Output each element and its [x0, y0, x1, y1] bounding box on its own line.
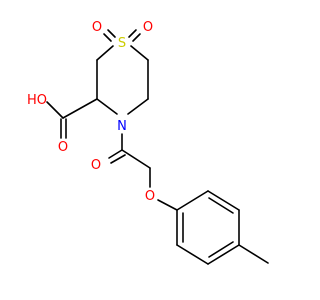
bond-camide-ch2 — [121, 149, 151, 169]
bond-camide-o-b — [110, 154, 126, 164]
atom-label-acid-o: O — [58, 140, 68, 155]
atom-label-amide-o: O — [91, 158, 101, 173]
bond-oether-aryl — [157, 199, 178, 211]
bonds — [46, 29, 269, 265]
bond-c-oh — [46, 101, 64, 119]
structure-svg: O O S N HO O O O — [27, 20, 269, 265]
bond-c3-cooh — [62, 98, 98, 119]
bond-ar5-ar6 — [176, 244, 209, 265]
bond-ar2-ar3 — [207, 190, 240, 211]
bond-ar1-ar2 — [176, 190, 209, 211]
bond-ar-methyl — [238, 244, 269, 264]
atom-label-o-left: O — [92, 20, 102, 35]
bond-ar4-ar5 — [207, 244, 240, 265]
bond-s-o-right-b — [132, 33, 141, 42]
atom-label-ether-o: O — [145, 189, 155, 204]
atom-label-o-right: O — [143, 20, 153, 35]
bond-n-c5 — [127, 98, 149, 115]
bond-c6-s — [130, 45, 149, 61]
bond-ar-inner-2 — [208, 241, 234, 258]
atom-label-sulfur: S — [118, 36, 126, 51]
bond-camide-o-a — [108, 149, 123, 159]
bond-c3-n — [96, 98, 118, 115]
atom-labels: O O S N HO O O O — [27, 20, 155, 204]
bond-ar-inner-1 — [208, 197, 234, 214]
bond-s-o-left-b — [103, 33, 112, 42]
bond-s-o-right-a — [128, 29, 137, 38]
atom-label-hydroxyl: HO — [27, 93, 47, 108]
molecule-diagram: O O S N HO O O O — [27, 20, 269, 265]
bond-s-c2 — [96, 45, 114, 61]
bond-s-o-left-a — [107, 29, 116, 38]
atom-label-nitrogen: N — [117, 119, 127, 134]
